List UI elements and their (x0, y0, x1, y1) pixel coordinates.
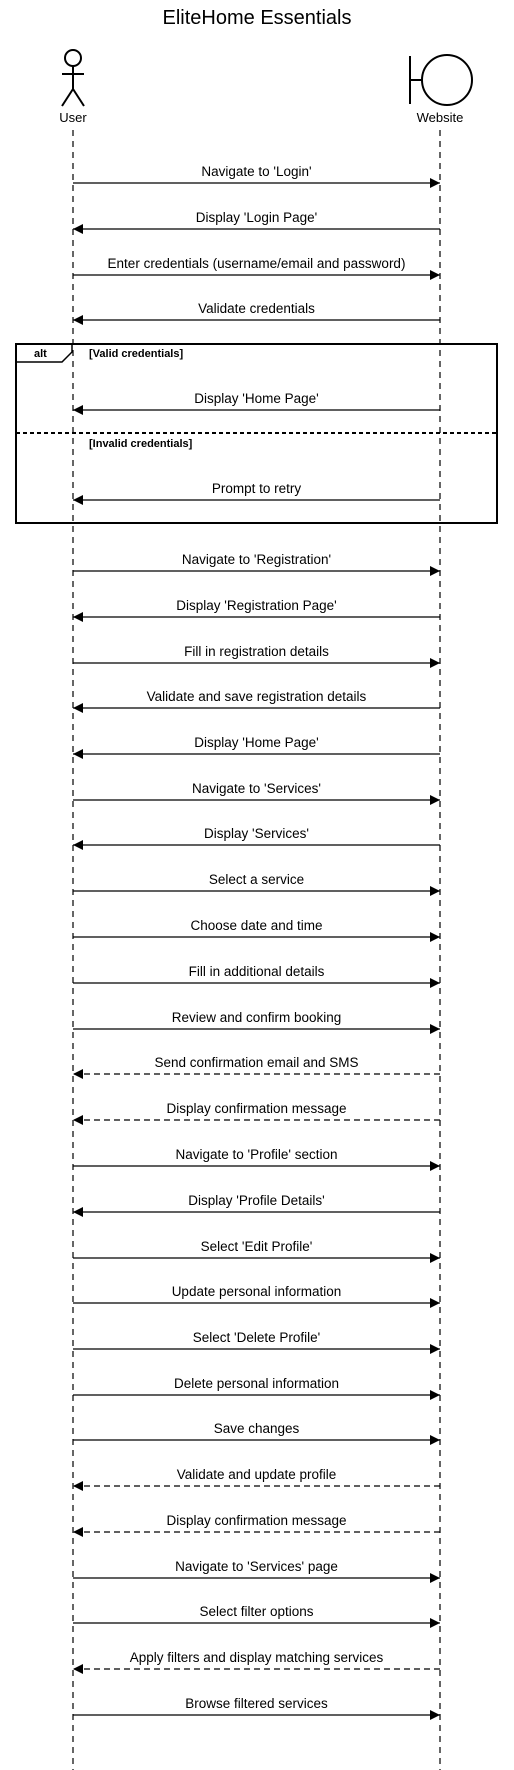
message-label: Apply filters and display matching servi… (130, 1650, 384, 1665)
message: Enter credentials (username/email and pa… (73, 256, 440, 280)
alt-fragment-tab (16, 344, 73, 363)
message: Navigate to 'Services' page (73, 1559, 440, 1583)
message: Navigate to 'Registration' (73, 552, 440, 576)
message: Select filter options (73, 1604, 440, 1628)
guard-invalid-credentials: [Invalid credentials] (89, 438, 193, 450)
message-label: Display confirmation message (166, 1513, 346, 1528)
message: Prompt to retry (73, 481, 440, 505)
message-label: Display 'Login Page' (196, 210, 317, 225)
message-label: Validate and save registration details (147, 689, 367, 704)
message-label: Save changes (214, 1421, 300, 1436)
message: Fill in registration details (73, 644, 440, 668)
message-label: Select 'Delete Profile' (193, 1330, 320, 1345)
message-label: Fill in additional details (189, 964, 325, 979)
message-label: Choose date and time (190, 918, 322, 933)
message: Save changes (73, 1421, 440, 1445)
message: Display 'Home Page' (73, 735, 440, 759)
message: Review and confirm booking (73, 1010, 440, 1034)
message: Apply filters and display matching servi… (73, 1650, 440, 1674)
message: Select a service (73, 872, 440, 896)
message-label: Update personal information (172, 1284, 342, 1299)
message-label: Navigate to 'Services' page (175, 1559, 338, 1574)
message-label: Validate and update profile (177, 1467, 337, 1482)
message-label: Enter credentials (username/email and pa… (108, 256, 406, 271)
participant-label-website: Website (417, 110, 464, 125)
alt-operator-label: alt (34, 348, 47, 360)
message-label: Display 'Services' (204, 826, 309, 841)
message: Fill in additional details (73, 964, 440, 988)
message-label: Select filter options (199, 1604, 313, 1619)
message-label: Display 'Home Page' (194, 391, 318, 406)
message: Validate credentials (73, 301, 440, 325)
message-label: Select a service (209, 872, 304, 887)
message-label: Review and confirm booking (172, 1010, 342, 1025)
message-label: Validate credentials (198, 301, 315, 316)
message-label: Browse filtered services (185, 1696, 328, 1711)
participant-label-user: User (59, 110, 87, 125)
message: Display 'Registration Page' (73, 598, 440, 622)
message: Navigate to 'Login' (73, 164, 440, 188)
message: Choose date and time (73, 918, 440, 942)
message: Navigate to 'Profile' section (73, 1147, 440, 1171)
message-label: Display 'Registration Page' (176, 598, 336, 613)
message: Display confirmation message (73, 1513, 440, 1537)
message-label: Fill in registration details (184, 644, 329, 659)
message: Browse filtered services (73, 1696, 440, 1720)
diagram-title: EliteHome Essentials (163, 7, 352, 29)
message: Navigate to 'Services' (73, 781, 440, 805)
message-label: Display 'Home Page' (194, 735, 318, 750)
message: Display 'Services' (73, 826, 440, 850)
message-label: Send confirmation email and SMS (154, 1055, 358, 1070)
message: Validate and save registration details (73, 689, 440, 713)
message: Delete personal information (73, 1376, 440, 1400)
message: Select 'Delete Profile' (73, 1330, 440, 1354)
message-label: Navigate to 'Login' (201, 164, 311, 179)
message-label: Navigate to 'Profile' section (176, 1147, 338, 1162)
message-label: Prompt to retry (212, 481, 302, 496)
message: Select 'Edit Profile' (73, 1239, 440, 1263)
actor-icon (61, 49, 85, 107)
message-label: Navigate to 'Registration' (182, 552, 331, 567)
message: Display 'Profile Details' (73, 1193, 440, 1217)
message: Update personal information (73, 1284, 440, 1308)
guard-valid-credentials: [Valid credentials] (89, 348, 183, 360)
message: Send confirmation email and SMS (73, 1055, 440, 1079)
boundary-icon (409, 54, 473, 106)
messages-layer: Navigate to 'Login' Display 'Login Page' E… (73, 164, 440, 1720)
message: Validate and update profile (73, 1467, 440, 1491)
message-label: Delete personal information (174, 1376, 339, 1391)
message: Display 'Login Page' (73, 210, 440, 234)
message-label: Select 'Edit Profile' (201, 1239, 313, 1254)
message-label: Navigate to 'Services' (192, 781, 321, 796)
message: Display 'Home Page' (73, 391, 440, 415)
message: Display confirmation message (73, 1101, 440, 1125)
message-label: Display 'Profile Details' (188, 1193, 324, 1208)
message-label: Display confirmation message (166, 1101, 346, 1116)
alt-fragment: alt [Valid credentials] [Invalid credent… (15, 343, 498, 524)
